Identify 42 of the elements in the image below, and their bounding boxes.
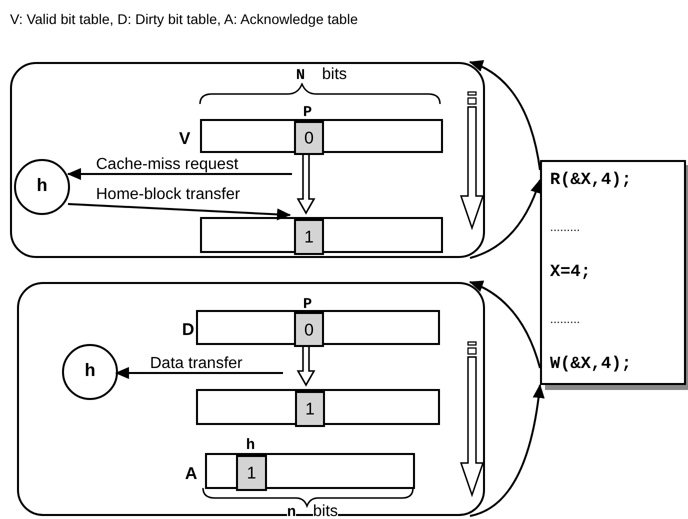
bit-count-label: N (296, 68, 306, 83)
bit-value: 1 (305, 400, 315, 418)
code-line: W(&X,4); (550, 356, 632, 373)
node-label: h (36, 178, 48, 196)
bit-count-label: bits (313, 504, 338, 519)
bit-table (200, 217, 443, 253)
bit-index-label: P (303, 297, 312, 312)
bit-value: 0 (304, 130, 314, 146)
bit-value: 1 (304, 228, 314, 246)
legend-text: V: Valid bit table, D: Dirty bit table, A: Acknowledge table (10, 12, 358, 26)
arrow (470, 179, 542, 259)
bit-index-label: h (246, 438, 256, 453)
bit-cell (295, 391, 325, 427)
arrow (115, 367, 283, 379)
bit-cell (294, 219, 324, 255)
bit-index-label: P (303, 105, 312, 120)
bit-table (196, 389, 440, 425)
node-label: h (84, 363, 96, 381)
node-circle (62, 344, 118, 400)
block-arrow (296, 152, 316, 215)
edge-label: Home-block transfer (96, 187, 240, 203)
code-line: R(&X,4); (550, 172, 632, 189)
node-circle (14, 159, 70, 215)
bit-count-label: n (287, 505, 296, 519)
arrow (469, 60, 541, 170)
table-label: D (182, 321, 194, 338)
table-label: V (179, 130, 190, 147)
arrow (469, 281, 541, 368)
edge-label: Data transfer (150, 356, 242, 372)
arrow (470, 384, 544, 517)
arrow (68, 203, 291, 220)
table-label: A (185, 465, 198, 482)
ellipsis-text: ......... (550, 220, 580, 232)
ellipsis-text: ......... (550, 312, 580, 324)
bit-value: 0 (304, 321, 314, 338)
bit-value: 1 (246, 464, 256, 482)
arrow (67, 168, 292, 180)
rounded-panel (10, 62, 485, 258)
block-arrow (296, 344, 316, 387)
edge-label: Cache-miss request (96, 157, 238, 173)
rounded-panel (17, 282, 485, 516)
code-line: X=4; (550, 264, 591, 281)
